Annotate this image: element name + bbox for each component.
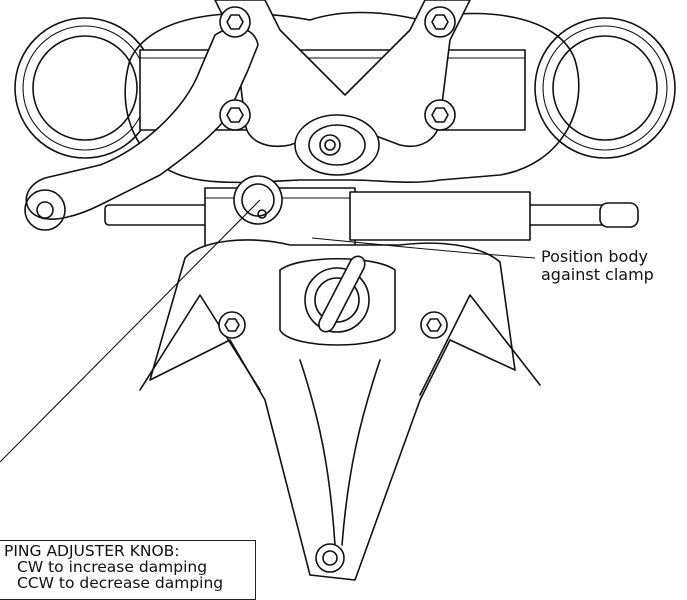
position-body-leader [311,237,536,259]
knob-callout-ccw: CCW to decrease damping [17,574,224,592]
bolt-heads [219,6,456,131]
left-fork-ring-inner [32,35,138,141]
damper-mount-arm [24,27,259,231]
bolt-icon [420,311,448,339]
bolt-icon [424,6,456,38]
knob-leader [0,199,261,463]
bolt-icon [424,99,456,131]
position-body-callout: Position body against clamp [541,248,654,284]
bolt-icon [315,543,345,573]
right-fork-ring-outer [534,17,676,159]
adjuster-knob [233,175,283,225]
right-fork-ring-inner [552,35,658,141]
knob-callout-cw: CW to increase damping [17,558,208,576]
bolt-icon [219,6,251,38]
knob-callout-title: PING ADJUSTER KNOB: [4,542,180,560]
bolt-icon [218,311,246,339]
steering-stem-nut [294,114,380,176]
damper-body [104,187,639,247]
position-body-line2: against clamp [541,265,654,284]
lower-clamp [139,239,541,581]
leader-lines [0,199,536,463]
bolt-icon [219,99,251,131]
position-body-line1: Position body [541,247,648,266]
adjuster-knob-callout-box: PING ADJUSTER KNOB: CW to increase dampi… [0,540,256,600]
